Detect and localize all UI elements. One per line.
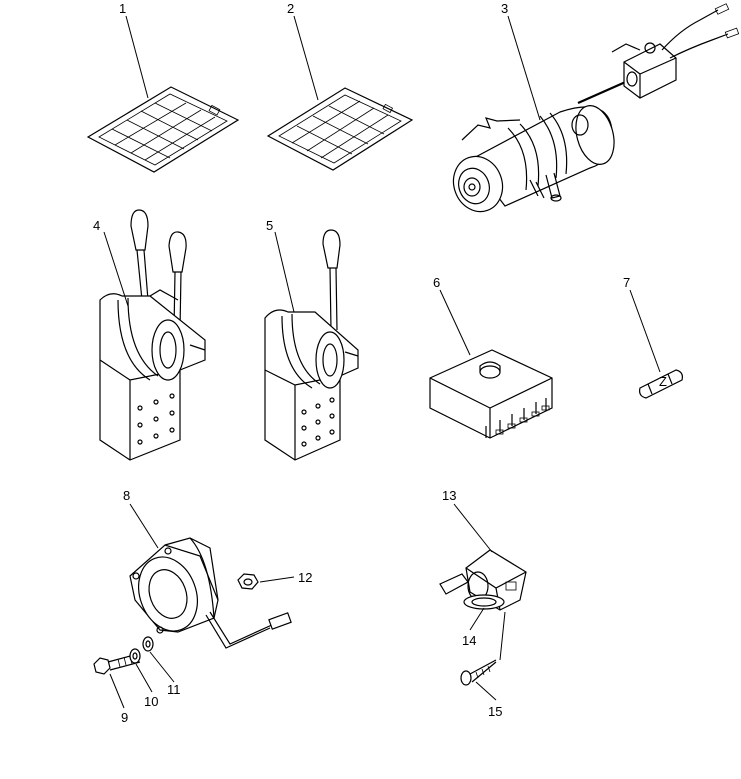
callout-10: 10 xyxy=(144,694,158,709)
part-5-single-lever-control xyxy=(264,229,359,461)
callout-9: 9 xyxy=(121,710,128,725)
callout-1: 1 xyxy=(119,1,126,16)
callout-7: 7 xyxy=(623,275,630,290)
callout-15: 15 xyxy=(488,704,502,719)
callout-6: 6 xyxy=(433,275,440,290)
callout-4: 4 xyxy=(93,218,100,233)
part-12-nut xyxy=(237,573,259,590)
part-10-washer xyxy=(129,648,141,664)
part-11-washer xyxy=(142,636,154,652)
callout-3: 3 xyxy=(501,1,508,16)
part-14-collar xyxy=(463,594,505,610)
part-7-fuse: Z xyxy=(639,369,683,399)
callout-14: 14 xyxy=(462,633,476,648)
part-3-motor-assembly xyxy=(452,3,740,213)
part-8-switch-assembly xyxy=(129,537,292,649)
callout-13: 13 xyxy=(442,488,456,503)
part-15-screw xyxy=(460,659,497,686)
callout-12: 12 xyxy=(298,570,312,585)
fuse-marking: Z xyxy=(659,374,667,389)
callout-11: 11 xyxy=(167,682,181,697)
callout-labels: 1 2 3 4 5 6 7 8 9 10 11 12 13 14 15 xyxy=(93,1,630,725)
part-1-decal-plate xyxy=(86,86,240,173)
part-6-relay-box xyxy=(429,349,553,439)
callout-5: 5 xyxy=(266,218,273,233)
callout-2: 2 xyxy=(287,1,294,16)
part-2-decal-plate xyxy=(266,87,414,171)
callout-8: 8 xyxy=(123,488,130,503)
part-4-dual-lever-control xyxy=(99,209,206,461)
leader-lines xyxy=(103,15,661,709)
